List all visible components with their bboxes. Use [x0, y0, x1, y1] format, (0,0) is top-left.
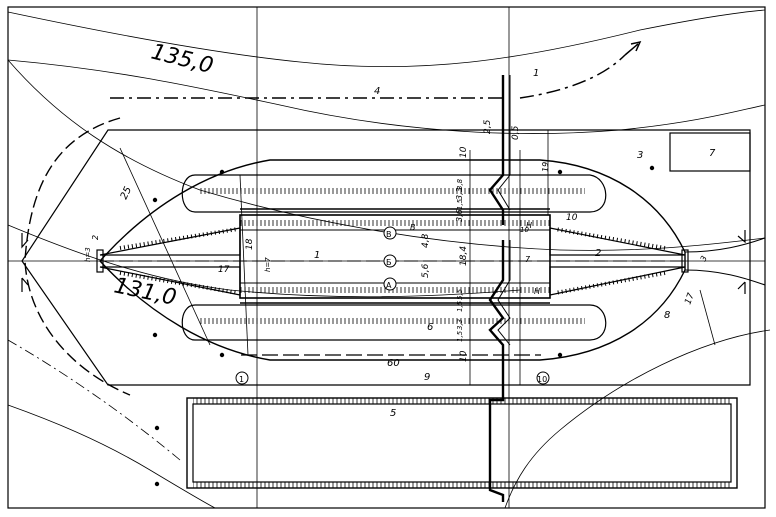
- building-5-inner: [192, 403, 732, 483]
- dim-17-right: 17: [683, 292, 696, 306]
- dim-25: 25: [119, 185, 134, 201]
- dim-4-8: 4,8: [421, 233, 431, 248]
- main-block: [239, 214, 551, 299]
- callout-1-top: 1: [533, 68, 539, 79]
- building-5-ticks-top: [193, 398, 731, 404]
- row-label-v: В: [386, 230, 392, 239]
- main-block-bottom-ticks: [240, 287, 550, 293]
- dim-10-top: 10: [459, 146, 469, 158]
- wing-top-ticks: [200, 188, 585, 194]
- dim-h-mid: h=7: [264, 257, 272, 272]
- wing-bottom-ticks: [200, 318, 585, 324]
- wedge-left: [99, 227, 241, 296]
- stake-points: [152, 165, 655, 487]
- main-block-top-ticks: [240, 220, 550, 226]
- sheet-frame: [7, 6, 766, 509]
- utility-line-4: [110, 54, 626, 99]
- callout-8: 8: [664, 310, 670, 321]
- dim-25-line: [119, 147, 211, 346]
- dim-18-line: [239, 174, 249, 356]
- elev-3-3b: 3,3: [456, 319, 464, 330]
- bracket-right-top: [737, 230, 746, 244]
- site-boundary: [21, 129, 751, 386]
- arrow-head: [630, 40, 642, 52]
- dim-h-left: h=3: [84, 247, 92, 262]
- dim-7: 7: [525, 255, 531, 264]
- row-marker-v: [383, 226, 397, 240]
- dim-60: 60: [387, 358, 400, 369]
- elev-1-5b: 1,5: [456, 300, 464, 312]
- contour-line-lower: [7, 339, 181, 461]
- wing-top: [181, 174, 607, 213]
- dim-3-6: 3,6: [455, 209, 464, 222]
- row-marker-b: [383, 254, 397, 268]
- callout-3: 3: [637, 150, 643, 161]
- callout-9: 9: [424, 372, 430, 383]
- contour-label-135: 135,0: [149, 40, 216, 79]
- axis-label-10: 10: [537, 375, 547, 384]
- wing-bottom: [181, 304, 607, 341]
- contour-line-bottom: [7, 404, 216, 509]
- dim-10-bot: 10: [459, 350, 469, 362]
- wedge-left-ticks-bottom: [119, 271, 239, 295]
- callout-10-tag: 10: [520, 226, 529, 234]
- axis-marker-10: [536, 371, 550, 385]
- dim-3-3: 3,3: [455, 187, 464, 200]
- elev-5-5: 5,5: [456, 288, 464, 300]
- dim-3-right: 3: [699, 254, 709, 262]
- row-label-a: А: [386, 281, 392, 290]
- contour-line-131: [7, 224, 521, 298]
- contour-line-135: [7, 59, 766, 134]
- building-7: [669, 132, 751, 172]
- dim-10-wing: 10: [566, 213, 578, 223]
- dim-17-left: 17: [218, 265, 230, 275]
- building-5-ticks-bottom: [193, 482, 731, 488]
- row-label-b: Б: [386, 258, 392, 267]
- bracket-left-top: [21, 233, 29, 249]
- building-outline: [99, 159, 686, 361]
- dim-17r-line: [699, 289, 716, 346]
- bracket-left-bottom: [21, 277, 29, 292]
- callout-2: 2: [595, 248, 601, 259]
- arrow-shaft: [624, 43, 639, 56]
- callout-7: 7: [709, 148, 716, 159]
- callout-6: 6: [427, 322, 433, 333]
- dim-0-5: 0,5: [511, 125, 521, 140]
- contour-line-right: [504, 329, 771, 509]
- callout-5: 5: [390, 408, 396, 419]
- elev-3-8: 3,8: [456, 178, 464, 190]
- elev-1-5: 1,5: [456, 198, 464, 210]
- note-h-bot: Н: [534, 287, 540, 296]
- zigzag-utility: [488, 75, 505, 502]
- dim-2-left: 2: [91, 235, 100, 240]
- axis-label-1: 1: [239, 375, 244, 384]
- contour-line-top: [7, 9, 766, 68]
- zigzag-utility-2: [497, 75, 511, 346]
- callout-4: 4: [374, 86, 380, 97]
- dim-19: 19: [541, 162, 550, 172]
- dim-18: 18: [245, 238, 255, 250]
- dim-5-6: 5,6: [421, 263, 431, 278]
- outline-extension: [684, 237, 766, 286]
- bracket-right-bottom: [737, 281, 746, 294]
- callout-1-mid: 1: [314, 250, 320, 261]
- note-v: В: [410, 223, 416, 232]
- dim-18-4: 18,4: [459, 246, 469, 266]
- note-h-top: Н: [526, 221, 532, 230]
- dim-2-5: 2,5: [483, 119, 493, 134]
- elev-1-5c: 1,5: [456, 330, 464, 342]
- building-5: [186, 397, 738, 489]
- boundary-dashed: [24, 117, 131, 396]
- axis-marker-1: [235, 371, 249, 385]
- row-marker-a: [383, 277, 397, 291]
